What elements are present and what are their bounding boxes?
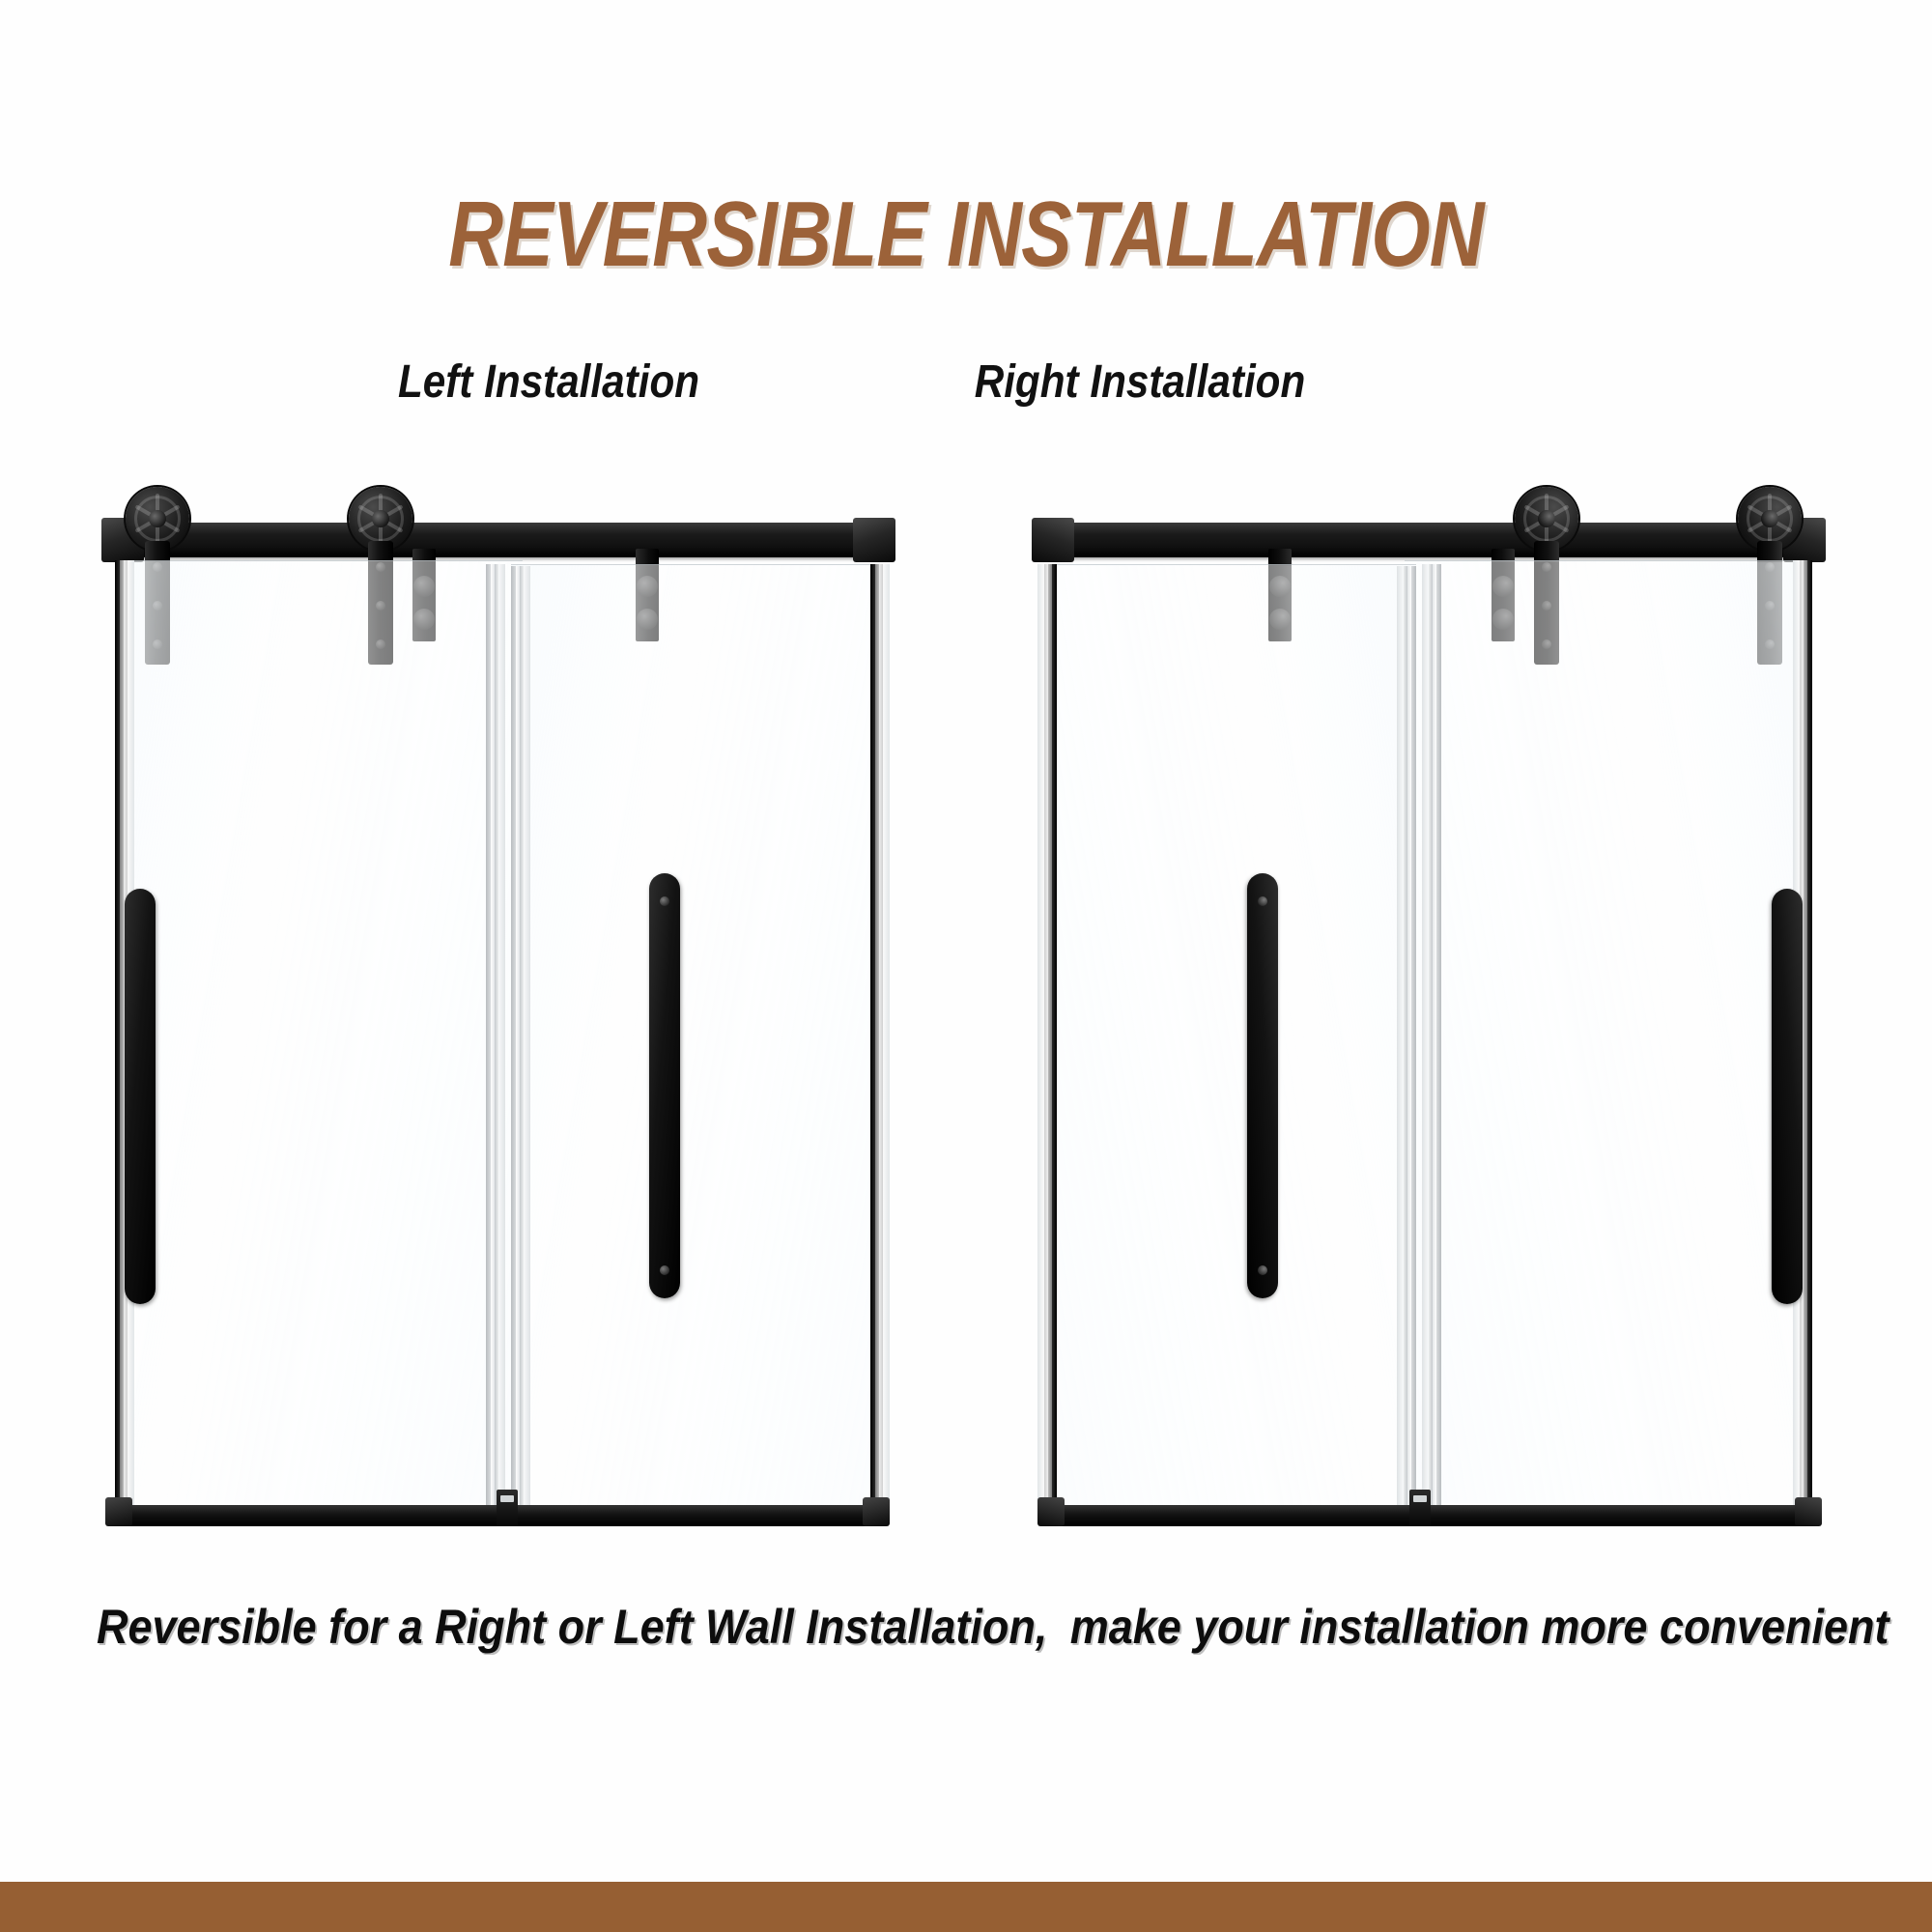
bottom-track <box>1049 1505 1816 1526</box>
bottom-caption: Reversible for a Right or Left Wall Inst… <box>97 1599 1889 1655</box>
glass-panel-fixed <box>117 560 523 1503</box>
glass-edge-profile-center-a <box>1422 564 1441 1507</box>
roller-wheel-icon <box>349 487 412 551</box>
caption-segment-1: Reversible for a Right or Left Wall Inst… <box>97 1600 1048 1654</box>
diagram-right-installation <box>1024 464 1826 1526</box>
glass-edge-profile-center-a <box>486 564 505 1507</box>
bottom-track-cap-left <box>1795 1497 1822 1526</box>
rail-end-cap-right <box>1032 518 1074 562</box>
bottom-guide <box>1409 1490 1431 1526</box>
brand-color-bar <box>0 1882 1932 1932</box>
bottom-track-cap-left <box>105 1497 132 1526</box>
bottom-guide <box>497 1490 518 1526</box>
rail-end-cap-right <box>853 518 895 562</box>
door-handle-left[interactable] <box>125 889 156 1304</box>
door-handle-right[interactable] <box>1247 873 1278 1298</box>
glass-edge-profile-center-b <box>511 566 530 1507</box>
glass-panel-sliding <box>511 564 890 1507</box>
glass-edge-profile-right <box>1037 564 1057 1507</box>
glass-edge-profile-center-b <box>1397 566 1416 1507</box>
bottom-track-cap-right <box>863 1497 890 1526</box>
caption-segment-2: make your installation more convenient <box>1069 1600 1889 1654</box>
page-title: REVERSIBLE INSTALLATION <box>448 183 1484 286</box>
glass-panel-sliding <box>1037 564 1416 1507</box>
diagram-left-installation <box>101 464 903 1526</box>
head-rail <box>1051 523 1814 557</box>
glass-panel-fixed <box>1405 560 1810 1503</box>
heading-left-installation: Left Installation <box>397 356 700 408</box>
head-rail <box>113 523 876 557</box>
heading-right-installation: Right Installation <box>974 356 1306 408</box>
door-handle-right[interactable] <box>649 873 680 1298</box>
bottom-track <box>111 1505 878 1526</box>
glass-edge-profile-right <box>870 564 890 1507</box>
bottom-track-cap-right <box>1037 1497 1065 1526</box>
door-handle-left[interactable] <box>1772 889 1803 1304</box>
roller-wheel-icon <box>126 487 189 551</box>
